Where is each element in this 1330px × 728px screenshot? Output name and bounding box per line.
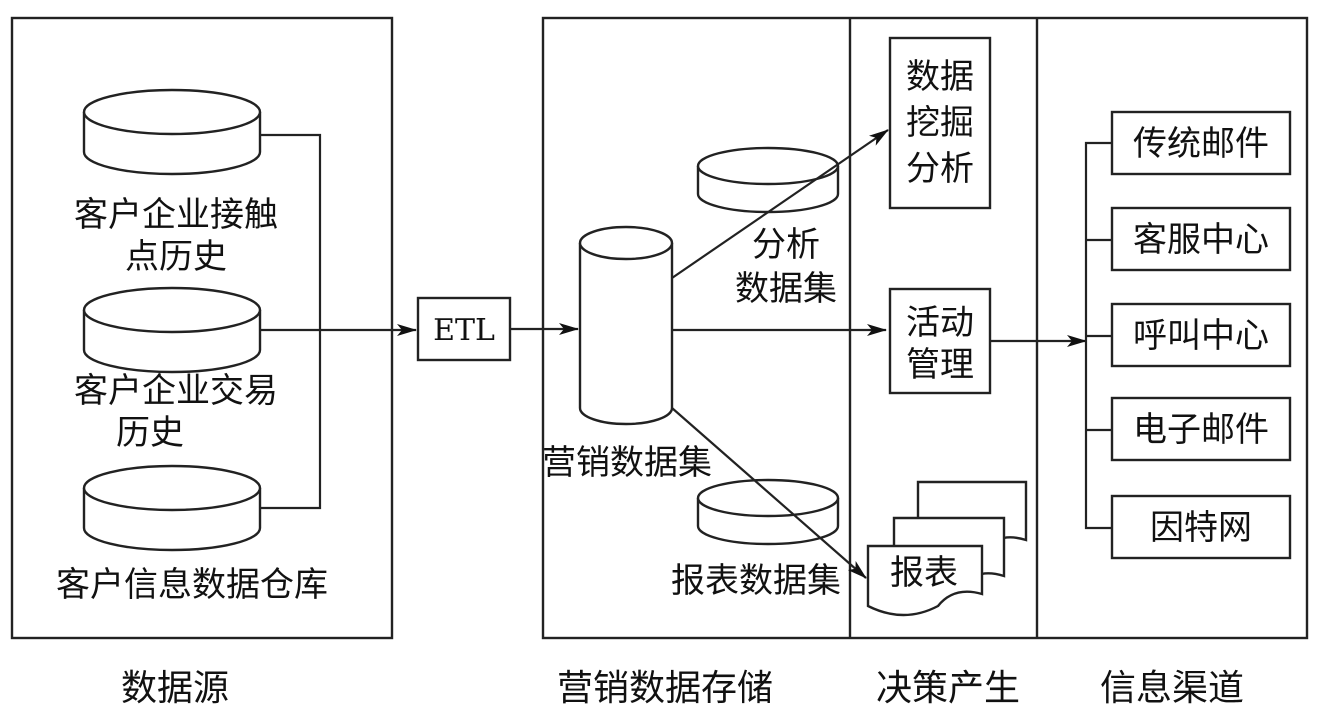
channel-label-mail: 传统邮件 [1133,124,1269,164]
report-dataset-label: 报表数据集 [671,561,841,601]
caption-data-source: 数据源 [121,668,229,709]
campaign-management-label-2: 管理 [906,345,974,385]
caption-storage: 营销数据存储 [557,668,773,709]
data-mining-label-3: 分析 [906,149,974,189]
arrow-to-data-mining [671,129,889,279]
transaction-history-label-2: 历史 [116,413,184,453]
arrow-to-report [671,407,867,579]
analysis-dataset-label-2: 数据集 [735,269,837,309]
data-mining-box [888,36,992,210]
channel-label-internet: 因特网 [1150,508,1252,548]
marketing-dataset-label: 营销数据集 [542,443,712,483]
right-panel [541,16,1309,640]
touchpoint-history-cylinder [82,88,262,176]
touchpoint-history-label-1: 客户企业接触 [74,195,278,235]
channel-box-callcenter [1110,302,1292,368]
caption-channels: 信息渠道 [1100,668,1244,709]
transaction-history-label-1: 客户企业交易 [74,371,278,411]
touchpoint-history-label-2: 点历史 [125,237,227,277]
customer-warehouse-label: 客户信息数据仓库 [56,565,328,605]
data-mining-label-2: 挖掘 [906,103,974,143]
marketing-dataset-cylinder [578,225,674,426]
channel-label-callcenter: 呼叫中心 [1133,316,1269,356]
channel-box-service [1110,206,1292,272]
source-bracket [260,133,322,510]
data-source-panel [10,16,394,640]
channel-box-email [1110,396,1292,462]
report-document-stack [866,480,1028,617]
analysis-dataset-label-1: 分析 [752,225,820,265]
channel-label-service: 客服中心 [1133,220,1269,260]
transaction-history-cylinder [82,286,262,374]
customer-warehouse-cylinder [82,464,262,552]
channel-box-mail [1110,110,1292,176]
analysis-dataset-cylinder [696,146,840,214]
channel-box-internet [1110,494,1292,560]
caption-decision: 决策产生 [876,668,1020,709]
etl-box [416,296,512,362]
campaign-management-label-1: 活动 [906,303,974,343]
report-dataset-cylinder [696,478,840,546]
report-label: 报表 [890,553,958,593]
etl-label: ETL [433,313,495,348]
channel-label-email: 电子邮件 [1133,410,1269,450]
data-mining-label-1: 数据 [906,57,974,97]
